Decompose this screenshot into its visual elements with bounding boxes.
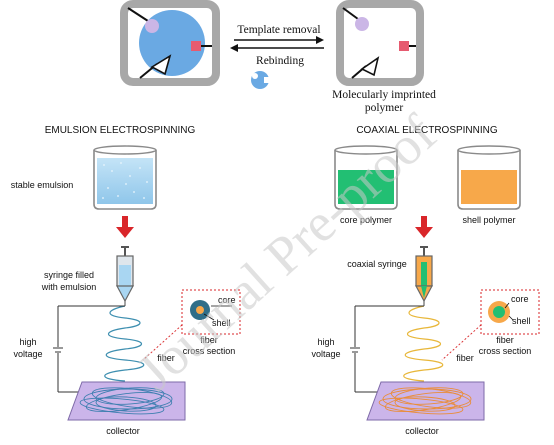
binding-site-circle xyxy=(145,19,159,33)
emulsion-beaker xyxy=(93,145,157,210)
coaxial-electrospinning: COAXIAL ELECTROSPINNING core polymer she… xyxy=(311,125,540,436)
rebinding-label: Rebinding xyxy=(256,55,304,67)
syringe-label-line2: with emulsion xyxy=(41,282,97,292)
emulsion-red-arrow xyxy=(116,216,134,238)
coaxial-high-voltage-line2: voltage xyxy=(311,349,340,359)
mip-label-line2: polymer xyxy=(365,102,403,114)
cavity-triangle xyxy=(360,56,380,77)
journal-preproof-watermark: Journal Pre-proof xyxy=(125,103,447,401)
emulsion-voltage-circuit xyxy=(53,305,125,393)
high-voltage-label-line2: voltage xyxy=(13,349,42,359)
emulsion-electrospinning: EMULSION ELECTROSPINNING stable emulsion xyxy=(11,125,241,436)
emulsion-liquid xyxy=(97,158,153,204)
coaxial-syringe-label: coaxial syringe xyxy=(347,259,407,269)
binding-site-triangle xyxy=(150,54,172,76)
coaxial-cross-section-callout xyxy=(441,289,540,361)
imprinted-polymer-frame xyxy=(336,0,424,86)
coaxial-cross-label-line2: cross section xyxy=(479,346,532,356)
emulsion-core-label: core xyxy=(218,295,236,305)
coaxial-collected-fibers xyxy=(378,387,472,415)
equilibrium-arrows: Template removal Rebinding xyxy=(230,24,324,89)
coaxial-core-label: core xyxy=(511,294,529,304)
emulsion-title: EMULSION ELECTROSPINNING xyxy=(45,125,196,136)
emulsion-fiber-core xyxy=(196,306,204,314)
shell-polymer-liquid xyxy=(461,170,517,204)
stable-emulsion-label: stable emulsion xyxy=(11,180,74,190)
emulsion-shell-label: shell xyxy=(212,318,231,328)
coaxial-fiber-jet xyxy=(403,305,444,382)
coaxial-collector xyxy=(366,381,485,421)
shell-polymer-beaker xyxy=(457,145,521,210)
coaxial-fiber-label: fiber xyxy=(456,353,474,363)
coaxial-shell-label: shell xyxy=(512,316,531,326)
coaxial-high-voltage-line1: high xyxy=(317,337,334,347)
core-polymer-label: core polymer xyxy=(340,215,392,225)
emulsion-fiber-label: fiber xyxy=(157,353,175,363)
core-polymer-liquid xyxy=(338,170,394,204)
high-voltage-label-line1: high xyxy=(19,337,36,347)
core-polymer-beaker xyxy=(334,145,398,210)
cavity-circle xyxy=(355,17,369,31)
coaxial-title: COAXIAL ELECTROSPINNING xyxy=(356,125,498,136)
emulsion-collected-fibers xyxy=(79,387,173,415)
template-piece-icon xyxy=(251,71,270,89)
emulsion-cross-label-line2: cross section xyxy=(183,346,236,356)
coaxial-collector-label: collector xyxy=(405,426,439,436)
coaxial-cross-label-line1: fiber xyxy=(496,335,514,345)
syringe-label-line1: syringe filled xyxy=(44,270,94,280)
imprinting-scheme: Template removal Rebinding Molecularly i… xyxy=(120,0,436,114)
emulsion-syringe xyxy=(116,246,134,306)
template-polymer-frame xyxy=(120,0,220,86)
coaxial-red-arrow xyxy=(415,216,433,238)
template-removal-label: Template removal xyxy=(237,24,320,36)
cavity-square xyxy=(399,41,409,51)
shell-polymer-label: shell polymer xyxy=(462,215,515,225)
emulsion-fiber-jet xyxy=(104,305,145,382)
emulsion-collector-label: collector xyxy=(106,426,140,436)
emulsion-cross-label-line1: fiber xyxy=(200,335,218,345)
coaxial-voltage-circuit xyxy=(350,305,424,393)
mip-label-line1: Molecularly imprinted xyxy=(332,89,436,101)
coaxial-fiber-core xyxy=(493,306,505,318)
coaxial-syringe xyxy=(415,246,433,306)
emulsion-cross-section-callout xyxy=(142,289,241,361)
binding-site-square xyxy=(191,41,201,51)
